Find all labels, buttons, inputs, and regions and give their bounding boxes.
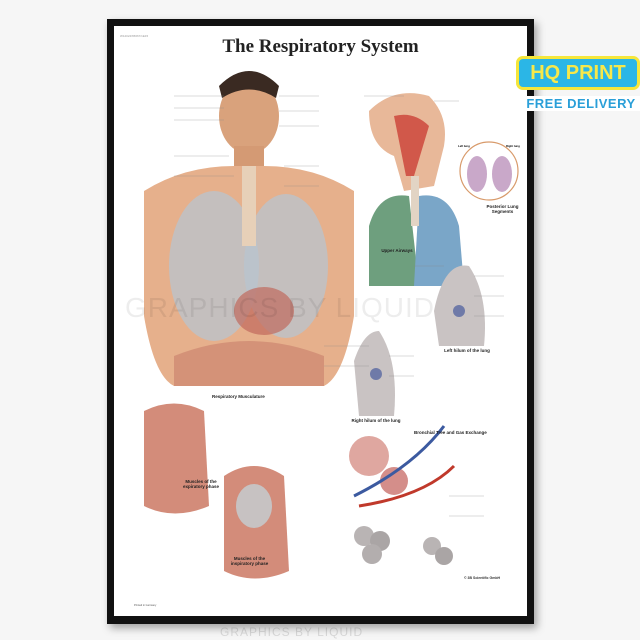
musculature-heading: Respiratory Musculature — [212, 394, 265, 399]
bronchial-tree-illustration — [349, 425, 456, 565]
inspiratory-heading: Muscles of the inspiratory phase — [230, 556, 269, 566]
watermark-bottom: GRAPHICS BY LIQUID — [220, 625, 364, 639]
label-leaders — [174, 95, 504, 517]
bronchial-heading: Bronchial Tree and Gas Exchange — [414, 430, 487, 435]
printed-in: Printed in Germany — [134, 604, 157, 607]
upper-airways-heading: Upper Airways — [381, 248, 413, 253]
right-hilum-heading: Right hilum of the lung — [351, 418, 401, 423]
posterior-heading: Posterior Lung Segments — [486, 204, 519, 214]
expiratory-muscles-illustration — [144, 403, 209, 514]
torso-illustration — [144, 71, 354, 386]
poster-title: The Respiratory System — [222, 36, 419, 57]
expiratory-heading: Muscles of the expiratory phase — [182, 479, 219, 489]
right-lung-label: Right lung — [506, 144, 520, 148]
poster-code: W12024/65667/1E15 — [120, 34, 149, 38]
anatomy-illustrations — [144, 71, 519, 579]
hq-print-badge: HQ PRINT — [516, 56, 640, 90]
left-hilum-heading: Left hilum of the lung — [444, 348, 490, 353]
free-delivery-label: FREE DELIVERY — [522, 96, 640, 111]
upper-airway-illustration — [369, 93, 464, 286]
left-lung-label: Left lung — [458, 144, 470, 148]
poster: W12024/65667/1E15 The Respiratory System — [114, 26, 527, 616]
publisher: © 3B Scientific GmbH — [464, 576, 501, 580]
